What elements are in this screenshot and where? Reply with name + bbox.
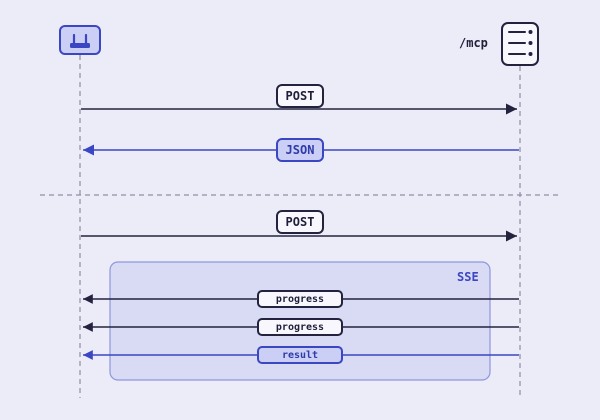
robot-icon xyxy=(59,25,101,55)
message-progress-1: progress xyxy=(257,290,343,308)
message-post-request: POST xyxy=(276,84,324,108)
server-endpoint-label: /mcp xyxy=(459,36,488,50)
message-post-request-2: POST xyxy=(276,210,324,234)
message-json-response: JSON xyxy=(276,138,324,162)
sse-label: SSE xyxy=(457,270,479,284)
server-document-icon xyxy=(501,22,539,66)
message-progress-2: progress xyxy=(257,318,343,336)
message-result: result xyxy=(257,346,343,364)
